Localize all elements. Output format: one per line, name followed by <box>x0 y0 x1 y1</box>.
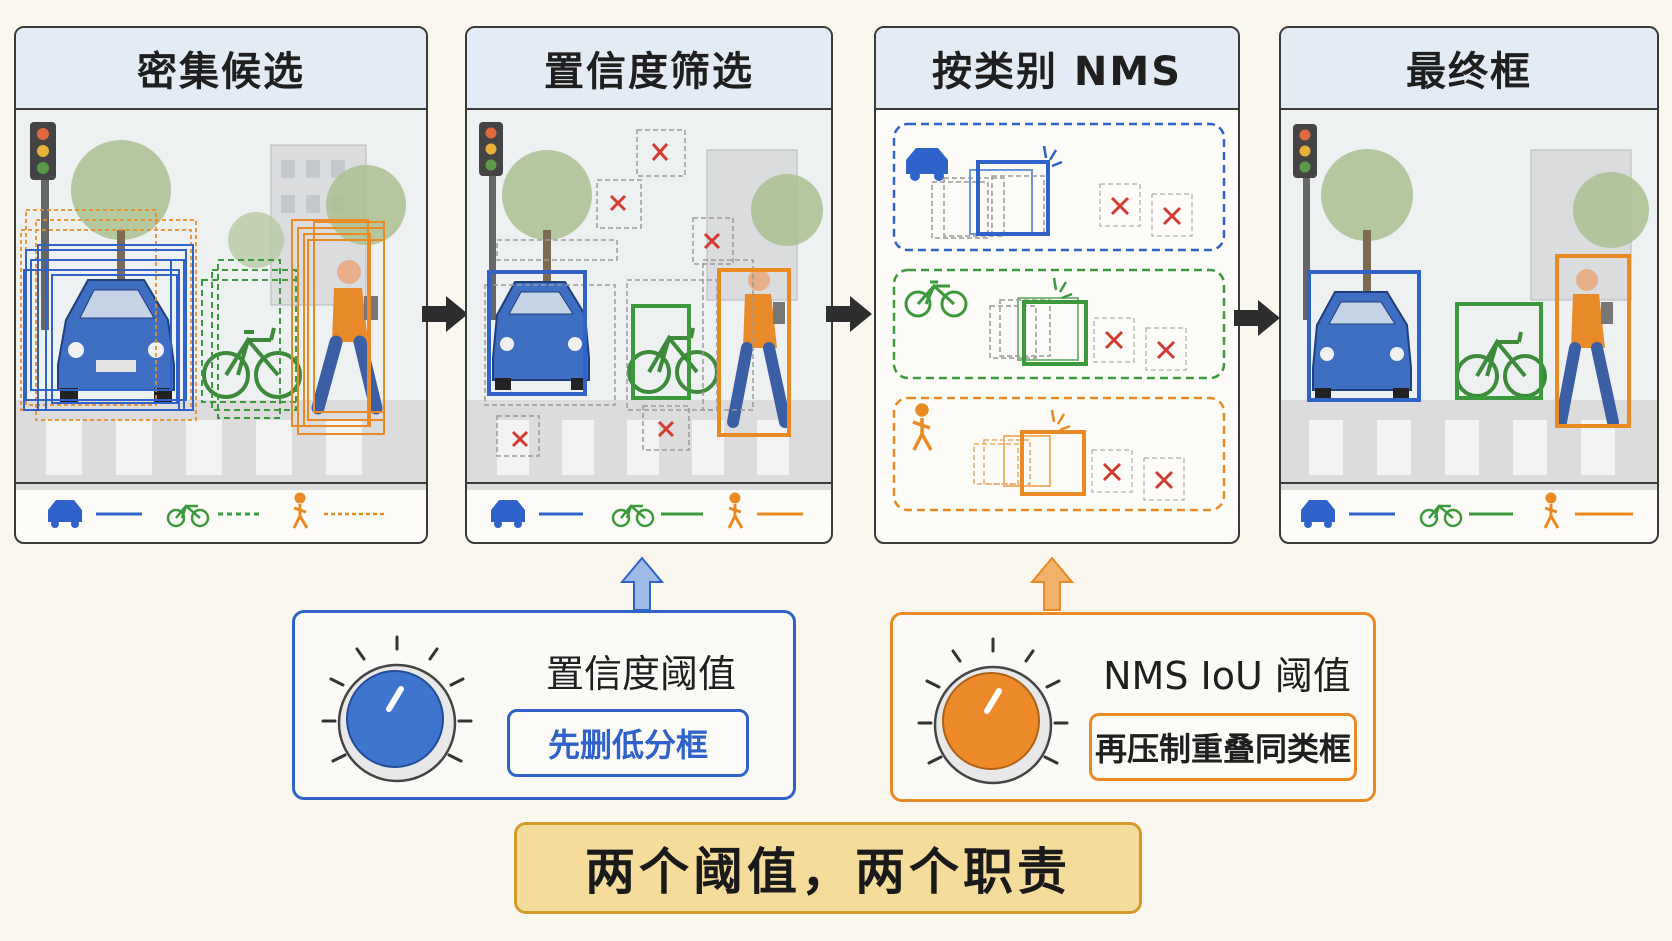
highlight-spark-icon <box>1042 145 1063 168</box>
panel-title: 最终框 <box>1281 28 1657 110</box>
reject-x-icon <box>511 143 721 448</box>
blue-knob-icon[interactable] <box>317 631 477 787</box>
reject-x-icon <box>1104 330 1176 360</box>
up-arrow-icon <box>1029 556 1075 611</box>
car-illustration <box>57 279 175 402</box>
car-illustration <box>492 281 590 390</box>
person-icon <box>727 492 744 529</box>
street-scene <box>16 110 426 490</box>
panel-title: 按类别 NMS <box>876 28 1238 110</box>
panel-confidence-filter: 置信度筛选 <box>465 26 833 544</box>
highlight-spark-icon <box>1052 277 1073 300</box>
panel-title: 置信度筛选 <box>467 28 831 110</box>
legend <box>16 482 426 542</box>
bicycle-icon <box>611 504 655 528</box>
person-icon <box>292 492 309 529</box>
pedestrian-illustration <box>1555 269 1619 428</box>
car-icon <box>906 148 948 181</box>
flow-arrow-icon <box>1234 300 1280 336</box>
person-icon <box>1543 492 1560 529</box>
flow-arrow-icon <box>422 296 468 332</box>
traffic-light-icon <box>30 122 56 180</box>
street-scene <box>467 110 831 490</box>
reject-x-icon <box>1102 462 1174 490</box>
street-scene <box>1281 110 1657 490</box>
traffic-light-icon <box>1293 124 1317 178</box>
orange-knob-icon[interactable] <box>913 633 1073 789</box>
bicycle-icon <box>166 504 210 528</box>
panel-final-boxes: 最终框 <box>1279 26 1659 544</box>
legend <box>1281 482 1657 542</box>
up-arrow-icon <box>619 556 665 611</box>
bicycle-illustration <box>202 327 302 399</box>
car-illustration <box>1312 291 1412 400</box>
traffic-light-icon <box>479 122 503 176</box>
nms-groups <box>876 110 1238 542</box>
highlight-spark-icon <box>1050 409 1071 432</box>
bicycle-icon <box>1419 504 1463 528</box>
flow-arrow-icon <box>826 296 872 332</box>
delete-low-score-button[interactable]: 先删低分框 <box>507 709 749 777</box>
pedestrian-illustration <box>727 269 791 428</box>
confidence-threshold-box: 置信度阈值 先删低分框 <box>292 610 796 800</box>
nms-iou-threshold-box: NMS IoU 阈值 再压制重叠同类框 <box>890 612 1376 802</box>
car-icon <box>48 500 82 528</box>
confidence-threshold-label: 置信度阈值 <box>545 652 736 696</box>
summary-banner: 两个阈值，两个职责 <box>514 822 1142 914</box>
panel-dense-candidates: 密集候选 <box>14 26 428 544</box>
legend <box>467 482 831 542</box>
car-icon <box>491 500 525 528</box>
panel-per-class-nms: 按类别 NMS <box>874 26 1240 544</box>
car-icon <box>1301 500 1335 528</box>
nms-iou-threshold-label: NMS IoU 阈值 <box>1103 654 1351 698</box>
suppress-overlap-button[interactable]: 再压制重叠同类框 <box>1089 713 1357 781</box>
person-icon <box>912 403 933 451</box>
panel-title: 密集候选 <box>16 28 426 110</box>
bicycle-icon <box>904 280 968 318</box>
reject-x-icon <box>1110 196 1182 226</box>
